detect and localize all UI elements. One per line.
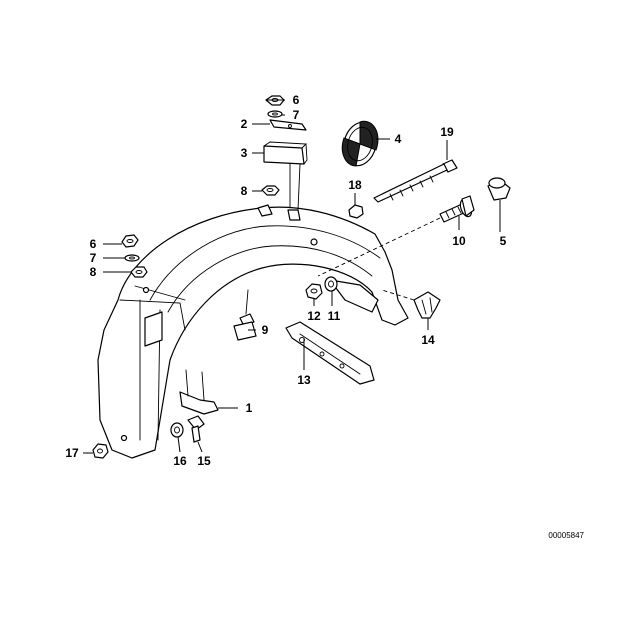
screw-axis-line <box>317 217 441 277</box>
spacer-5 <box>487 177 511 201</box>
callout-19: 19 <box>440 125 454 139</box>
long-bolt <box>373 159 458 203</box>
left-fastener-stack <box>121 234 148 278</box>
nut-17 <box>92 443 109 459</box>
screw-15 <box>187 415 205 443</box>
callout-7-left: 7 <box>90 251 97 265</box>
screw-10 <box>439 195 475 223</box>
callout-14: 14 <box>421 333 435 347</box>
nut-12 <box>305 283 323 300</box>
roundel-emblem-icon <box>341 120 379 167</box>
callout-6-top: 6 <box>293 93 300 107</box>
fender-bracket <box>179 369 219 415</box>
callout-12: 12 <box>307 309 321 323</box>
callout-11: 11 <box>328 309 341 323</box>
callout-3: 3 <box>241 146 248 160</box>
callout-labels: 6 7 2 3 8 4 19 18 10 5 6 7 8 9 12 11 14 … <box>65 93 506 468</box>
callout-16: 16 <box>173 454 187 468</box>
callout-1: 1 <box>246 401 253 415</box>
callout-6-left: 6 <box>90 237 97 251</box>
callout-18: 18 <box>348 178 362 192</box>
callout-15: 15 <box>197 454 211 468</box>
clip-14 <box>413 291 441 319</box>
callout-2: 2 <box>241 117 248 131</box>
callout-4: 4 <box>395 132 402 146</box>
nut-18 <box>348 204 364 219</box>
clip-axis-line <box>381 289 415 301</box>
leader-lines <box>83 99 501 454</box>
document-number: 00005847 <box>548 531 584 540</box>
washer-16 <box>170 422 184 438</box>
callout-8-left: 8 <box>90 265 97 279</box>
callout-9: 9 <box>262 323 269 337</box>
rear-fender <box>97 204 409 459</box>
callout-5: 5 <box>500 234 507 248</box>
callout-13: 13 <box>297 373 311 387</box>
washer-11 <box>324 276 338 292</box>
callout-8-top: 8 <box>241 184 248 198</box>
callout-7-top: 7 <box>293 108 300 122</box>
bolt-9 <box>233 289 257 341</box>
callout-17: 17 <box>65 446 79 460</box>
callout-10: 10 <box>452 234 466 248</box>
bracket-13 <box>285 321 375 385</box>
top-fastener-stack <box>261 95 308 211</box>
